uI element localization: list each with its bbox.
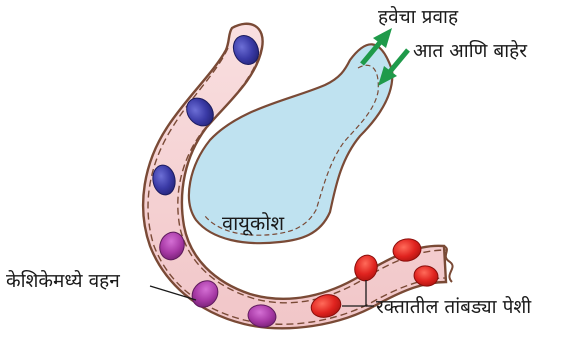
airflow-label: हवेचा प्रवाह	[378, 8, 458, 27]
alveolus-label: वायूकोश	[222, 213, 284, 233]
capillary-flow-label: केशिकेमध्ये वहन	[6, 272, 120, 291]
airflow-direction-label: आत आणि बाहेर	[413, 42, 527, 61]
red-blood-cells-label: रक्तातील तांबड्या पेशी	[376, 298, 531, 317]
